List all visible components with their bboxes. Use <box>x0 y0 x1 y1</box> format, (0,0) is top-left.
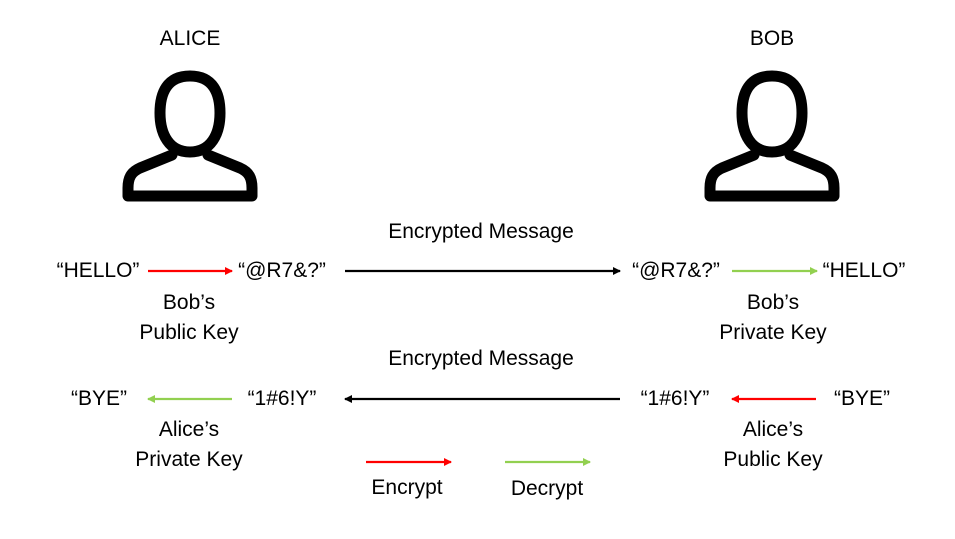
alice-person-icon <box>122 70 258 202</box>
row2-bob-key-line1: Alice’s <box>742 418 804 441</box>
row2-bob-plaintext: “BYE” <box>833 387 891 410</box>
row1-alice-key-line1: Bob’s <box>162 291 216 314</box>
legend-decrypt-label: Decrypt <box>510 477 584 500</box>
row2-bob-key-line2: Public Key <box>723 448 823 471</box>
row2-alice-ciphertext: “1#6!Y” <box>247 387 317 410</box>
row2-alice-plaintext: “BYE” <box>70 387 128 410</box>
row2-alice-key-line1: Alice’s <box>158 418 220 441</box>
row1-bob-key-label: Bob’s Private Key <box>719 288 826 348</box>
row1-bob-key-line1: Bob’s <box>746 291 800 314</box>
row2-alice-key-line2: Private Key <box>135 448 243 471</box>
row2-channel-label: Encrypted Message <box>388 347 574 370</box>
bob-person-icon <box>704 70 840 202</box>
row1-bob-key-line2: Private Key <box>719 321 827 344</box>
row1-alice-key-label: Bob’s Public Key <box>139 288 238 348</box>
row2-bob-key-label: Alice’s Public Key <box>723 415 822 475</box>
legend-encrypt-label: Encrypt <box>371 476 443 499</box>
row2-bob-ciphertext: “1#6!Y” <box>640 387 710 410</box>
row1-bob-ciphertext: “@R7&?” <box>632 259 720 282</box>
row1-alice-ciphertext: “@R7&?” <box>238 259 326 282</box>
row1-channel-label: Encrypted Message <box>388 220 574 243</box>
bob-name: BOB <box>749 27 795 50</box>
alice-name: ALICE <box>159 27 221 50</box>
row1-bob-plaintext: “HELLO” <box>822 259 906 282</box>
row1-alice-key-line2: Public Key <box>139 321 239 344</box>
row2-alice-key-label: Alice’s Private Key <box>135 415 242 475</box>
row1-alice-plaintext: “HELLO” <box>56 259 140 282</box>
